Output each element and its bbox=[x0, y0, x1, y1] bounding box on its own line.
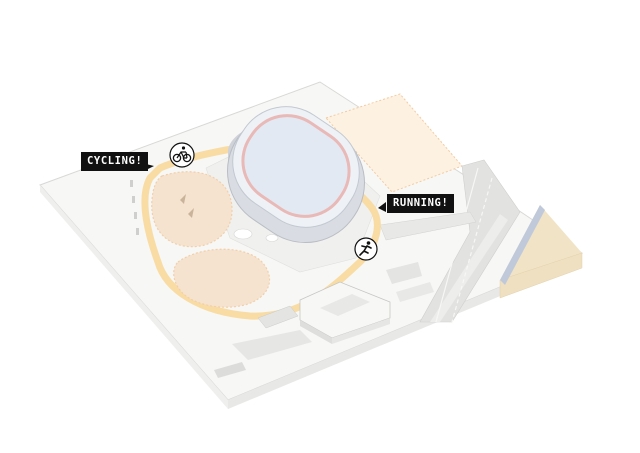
cycling-label: CYCLING! bbox=[81, 152, 149, 171]
road-corridor bbox=[379, 159, 521, 323]
upper-field bbox=[151, 171, 233, 248]
running-label: RUNNING! bbox=[387, 194, 455, 213]
lower-field bbox=[173, 248, 271, 308]
bicycle-icon bbox=[169, 142, 195, 168]
right-building bbox=[499, 205, 583, 299]
stadium-track bbox=[241, 114, 351, 218]
runner-icon bbox=[354, 237, 378, 261]
ground-side-front bbox=[228, 253, 582, 409]
plaza-round bbox=[233, 228, 253, 240]
ground-side-left bbox=[40, 185, 228, 409]
running-pointer bbox=[378, 202, 386, 212]
stadium bbox=[226, 106, 366, 244]
lower-buildings bbox=[214, 262, 434, 378]
left-markers bbox=[130, 180, 139, 235]
field-marker bbox=[180, 194, 186, 204]
plaza-round bbox=[265, 234, 279, 242]
field-marker bbox=[188, 208, 194, 218]
